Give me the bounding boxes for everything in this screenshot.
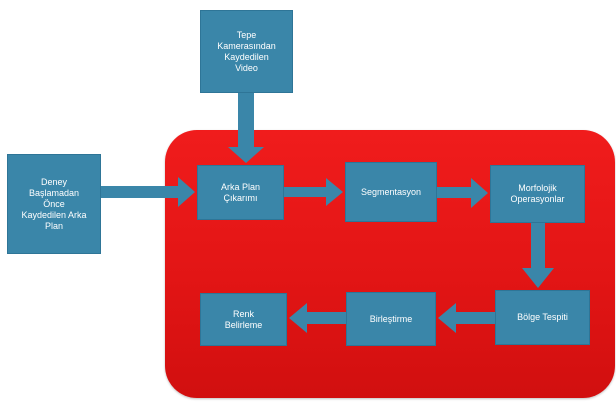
arrow-region-to-merge	[438, 303, 495, 333]
node-color-detection: Renk Belirleme	[200, 293, 287, 346]
node-background-subtraction: Arka Plan Çıkarımı	[197, 165, 284, 220]
arrow-seg-to-morph	[437, 178, 488, 208]
node-recorded-background-label: Deney Başlamadan Önce Kaydedilen Arka Pl…	[21, 176, 87, 231]
node-recorded-background: Deney Başlamadan Önce Kaydedilen Arka Pl…	[7, 154, 101, 254]
node-color-detection-label: Renk Belirleme	[224, 308, 263, 330]
node-segmentation: Segmentasyon	[345, 162, 437, 222]
node-top-camera-video-label: Tepe Kamerasından Kaydedilen Video	[217, 29, 276, 73]
arrow-video-to-bg	[228, 93, 264, 163]
arrow-merge-to-color	[289, 303, 346, 333]
node-top-camera-video: Tepe Kamerasından Kaydedilen Video	[200, 10, 293, 93]
node-merging: Birleştirme	[346, 292, 436, 346]
node-merging-label: Birleştirme	[369, 313, 413, 324]
arrow-morph-to-region	[522, 223, 554, 288]
node-background-subtraction-label: Arka Plan Çıkarımı	[220, 181, 261, 203]
node-region-detection: Bölge Tespiti	[495, 290, 590, 345]
arrow-before-to-bg	[101, 177, 195, 207]
node-morphological-operations-label: Morfolojik Operasyonlar	[510, 183, 565, 204]
node-segmentation-label: Segmentasyon	[360, 186, 422, 197]
node-region-detection-label: Bölge Tespiti	[517, 312, 568, 322]
arrow-bg-to-seg	[284, 178, 343, 206]
node-morphological-operations: Morfolojik Operasyonlar	[490, 165, 585, 223]
